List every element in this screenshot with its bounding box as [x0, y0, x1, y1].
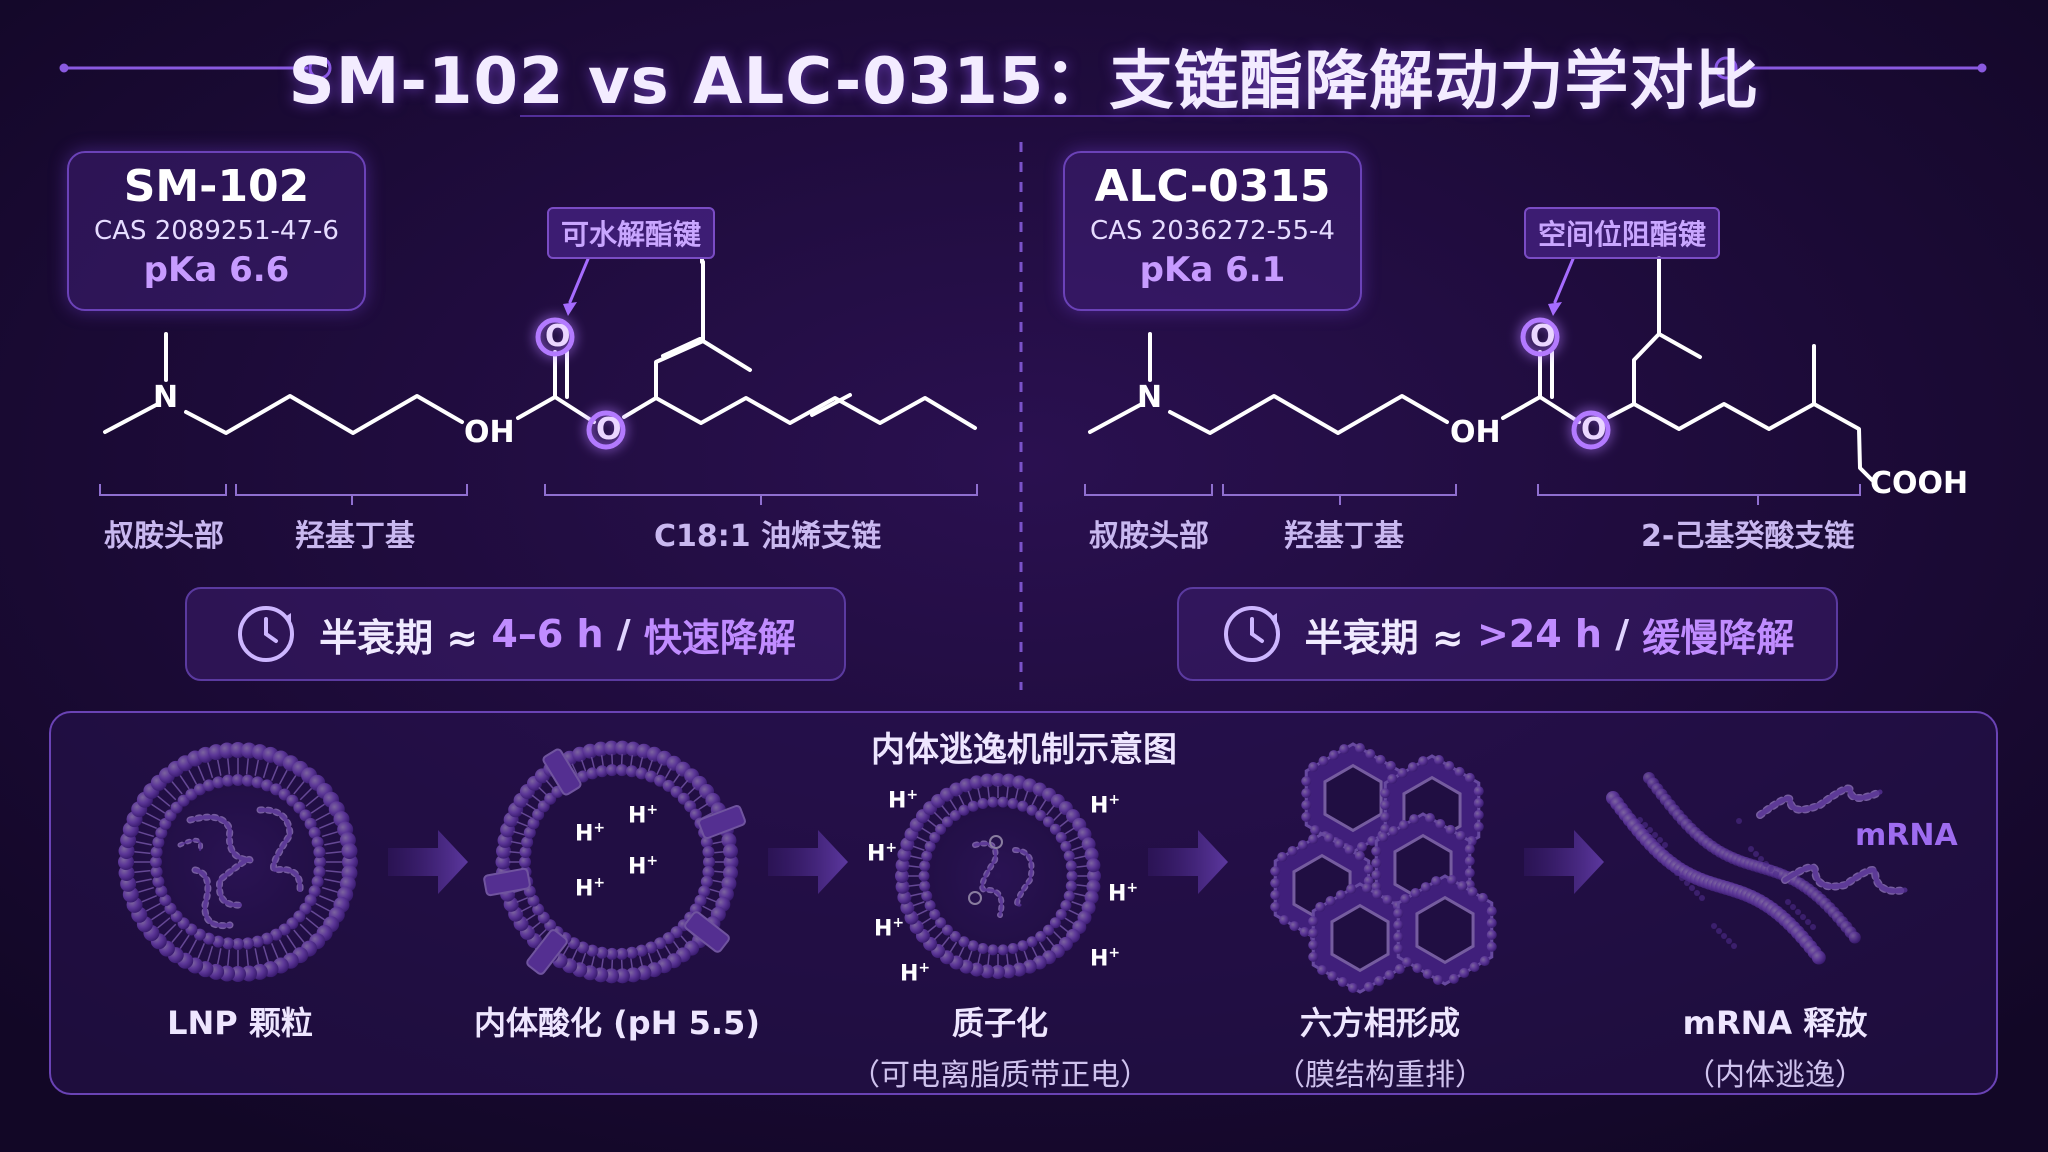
sm102-ester-highlight — [535, 317, 626, 450]
mrna-label: mRNA — [1855, 818, 1958, 853]
sm102-half-life-rate: 快速降解 — [643, 615, 796, 660]
stage-3-sub: （可电离脂质带正电） — [850, 1058, 1150, 1093]
alc0315-name: ALC-0315 — [1094, 161, 1331, 212]
sm102-info-card: SM-102 CAS 2089251-47-6 pKa 6.6 — [67, 151, 366, 311]
sm102-atom-n: N — [153, 380, 179, 415]
stage-3-label: 质子化 — [951, 1004, 1048, 1042]
segment-brackets — [99, 484, 1861, 505]
stage-1-label: LNP 颗粒 — [167, 1004, 313, 1042]
mechanism-title: 内体逃逸机制示意图 — [871, 730, 1177, 770]
sm102-name: SM-102 — [123, 161, 310, 212]
proton-label: H+ — [888, 787, 919, 814]
stage-2: 内体酸化 (pH 5.5) — [447, 998, 787, 1044]
alc0315-half-life-sep: / — [1615, 612, 1630, 656]
alc0315-seg-tail: 2-己基癸酸支链 — [1641, 519, 1855, 554]
stage-3: 质子化 （可电离脂质带正电） — [820, 998, 1180, 1094]
stage-5-label: mRNA 释放 — [1682, 1004, 1868, 1042]
alc0315-ester-highlight — [1520, 317, 1611, 450]
alc0315-structure — [1088, 256, 1874, 482]
sm102-atom-o-ester: O — [596, 412, 622, 447]
stage-5: mRNA 释放 （内体逃逸） — [1620, 998, 1930, 1094]
sm102-atom-o-carbonyl: O — [545, 319, 571, 354]
proton-label: H+ — [1090, 945, 1121, 972]
sm102-pka: pKa 6.6 — [143, 250, 290, 290]
sm102-half-life-sep: / — [616, 612, 631, 656]
sm102-seg-linker: 羟基丁基 — [295, 519, 415, 554]
alc0315-info-card: ALC-0315 CAS 2036272-55-4 pKa 6.1 — [1063, 151, 1362, 311]
page-title: SM-102 vs ALC-0315：支链酯降解动力学对比 — [288, 45, 1760, 119]
proton-label: H+ — [628, 802, 659, 829]
stage-5-sub: （内体逃逸） — [1685, 1058, 1865, 1093]
alc0315-atom-o-carbonyl: O — [1530, 319, 1556, 354]
proton-label: H+ — [1108, 880, 1139, 907]
alc0315-atom-o-ester: O — [1581, 412, 1607, 447]
clock-icon — [238, 606, 295, 662]
alc0315-half-life-prefix: 半衰期 ≈ — [1304, 615, 1464, 660]
sm102-seg-head: 叔胺头部 — [104, 519, 224, 554]
sm102-half-life-value: 4–6 h — [491, 612, 604, 656]
clock-icon — [1223, 606, 1280, 662]
sm102-bond-tag: 可水解酯键 — [547, 207, 716, 259]
alc0315-seg-head: 叔胺头部 — [1089, 519, 1209, 554]
alc0315-half-life: 半衰期 ≈ >24 h / 缓慢降解 — [1177, 587, 1838, 681]
sm102-half-life-prefix: 半衰期 ≈ — [319, 615, 479, 660]
alc0315-atom-cooh: COOH — [1870, 466, 1969, 501]
proton-label: H+ — [900, 960, 931, 987]
stage-1: LNP 颗粒 — [90, 998, 390, 1044]
stage-2-label: 内体酸化 (pH 5.5) — [474, 1004, 760, 1042]
proton-label: H+ — [575, 875, 606, 902]
alc0315-half-life-value: >24 h — [1476, 612, 1602, 656]
alc0315-pka: pKa 6.1 — [1139, 250, 1286, 290]
proton-label: H+ — [874, 915, 905, 942]
alc0315-bond-tag: 空间位阻酯键 — [1524, 207, 1721, 259]
alc0315-atom-oh: OH — [1450, 415, 1501, 450]
alc0315-cas: CAS 2036272-55-4 — [1090, 216, 1335, 246]
sm102-cas: CAS 2089251-47-6 — [94, 216, 339, 246]
sm102-structure — [103, 257, 977, 435]
title-decoration — [59, 56, 1987, 117]
sm102-atom-oh: OH — [464, 415, 515, 450]
stage-4-label: 六方相形成 — [1299, 1004, 1460, 1042]
proton-label: H+ — [575, 820, 606, 847]
sm102-seg-tail: C18:1 油烯支链 — [654, 519, 882, 554]
proton-label: H+ — [867, 840, 898, 867]
alc0315-atom-n: N — [1137, 380, 1163, 415]
sm102-half-life: 半衰期 ≈ 4–6 h / 快速降解 — [185, 587, 846, 681]
proton-label: H+ — [1090, 792, 1121, 819]
proton-label: H+ — [628, 853, 659, 880]
alc0315-seg-linker: 羟基丁基 — [1284, 519, 1404, 554]
stage-4-sub: （膜结构重排） — [1275, 1058, 1485, 1093]
stage-4: 六方相形成 （膜结构重排） — [1230, 998, 1530, 1094]
mechanism-panel — [49, 711, 1998, 1095]
alc0315-half-life-rate: 缓慢降解 — [1642, 615, 1795, 660]
